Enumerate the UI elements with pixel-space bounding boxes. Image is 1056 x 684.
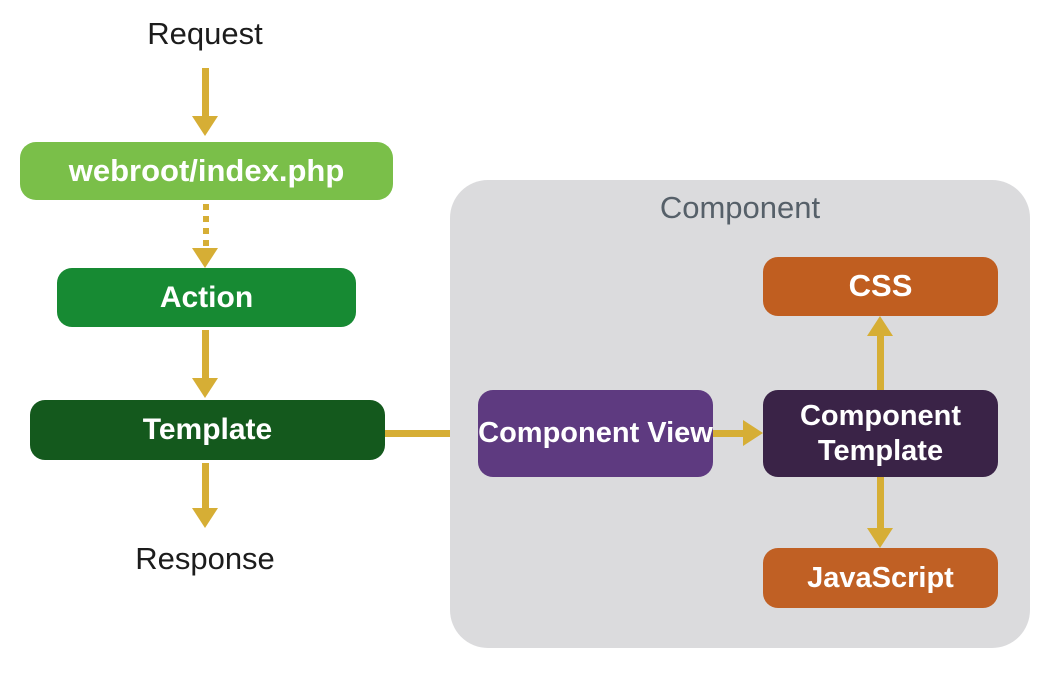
node-css-label: CSS [848,268,913,304]
node-action-label: Action [159,280,254,314]
arrow-head-down-icon [192,116,218,136]
arrow-head-right-icon [743,420,763,446]
node-javascript-label: JavaScript [807,561,954,594]
component-panel-title: Component [659,190,821,225]
arrow-shaft [877,477,884,529]
arrow-head-down-icon [192,508,218,528]
node-javascript: JavaScript [763,548,998,608]
node-webroot-index-php: webroot/index.php [20,142,393,200]
arrow-head-down-icon [192,248,218,268]
response-label: Response [135,541,275,576]
dotted-arrow-shaft [203,204,209,250]
node-component-view: Component View [478,390,713,477]
arrow-shaft [877,334,884,390]
request-label: Request [147,16,263,51]
arrow-shaft [202,330,209,380]
arrow-shaft [202,463,209,509]
node-webroot-label: webroot/index.php [68,152,345,188]
arrow-shaft [385,430,460,437]
component-panel: Component CSS Component View Component T… [450,180,1030,648]
node-css: CSS [763,257,998,316]
node-action: Action [57,268,356,327]
arrow-head-down-icon [867,528,893,548]
arrow-head-down-icon [192,378,218,398]
node-component-template-label: Component Template [799,400,962,467]
arrow-shaft [202,68,209,118]
node-component-view-label: Component View [478,417,713,450]
arrow-head-up-icon [867,316,893,336]
arrow-shaft [713,430,745,437]
node-template: Template [30,400,385,460]
node-template-label: Template [142,413,273,447]
node-component-template: Component Template [763,390,998,477]
